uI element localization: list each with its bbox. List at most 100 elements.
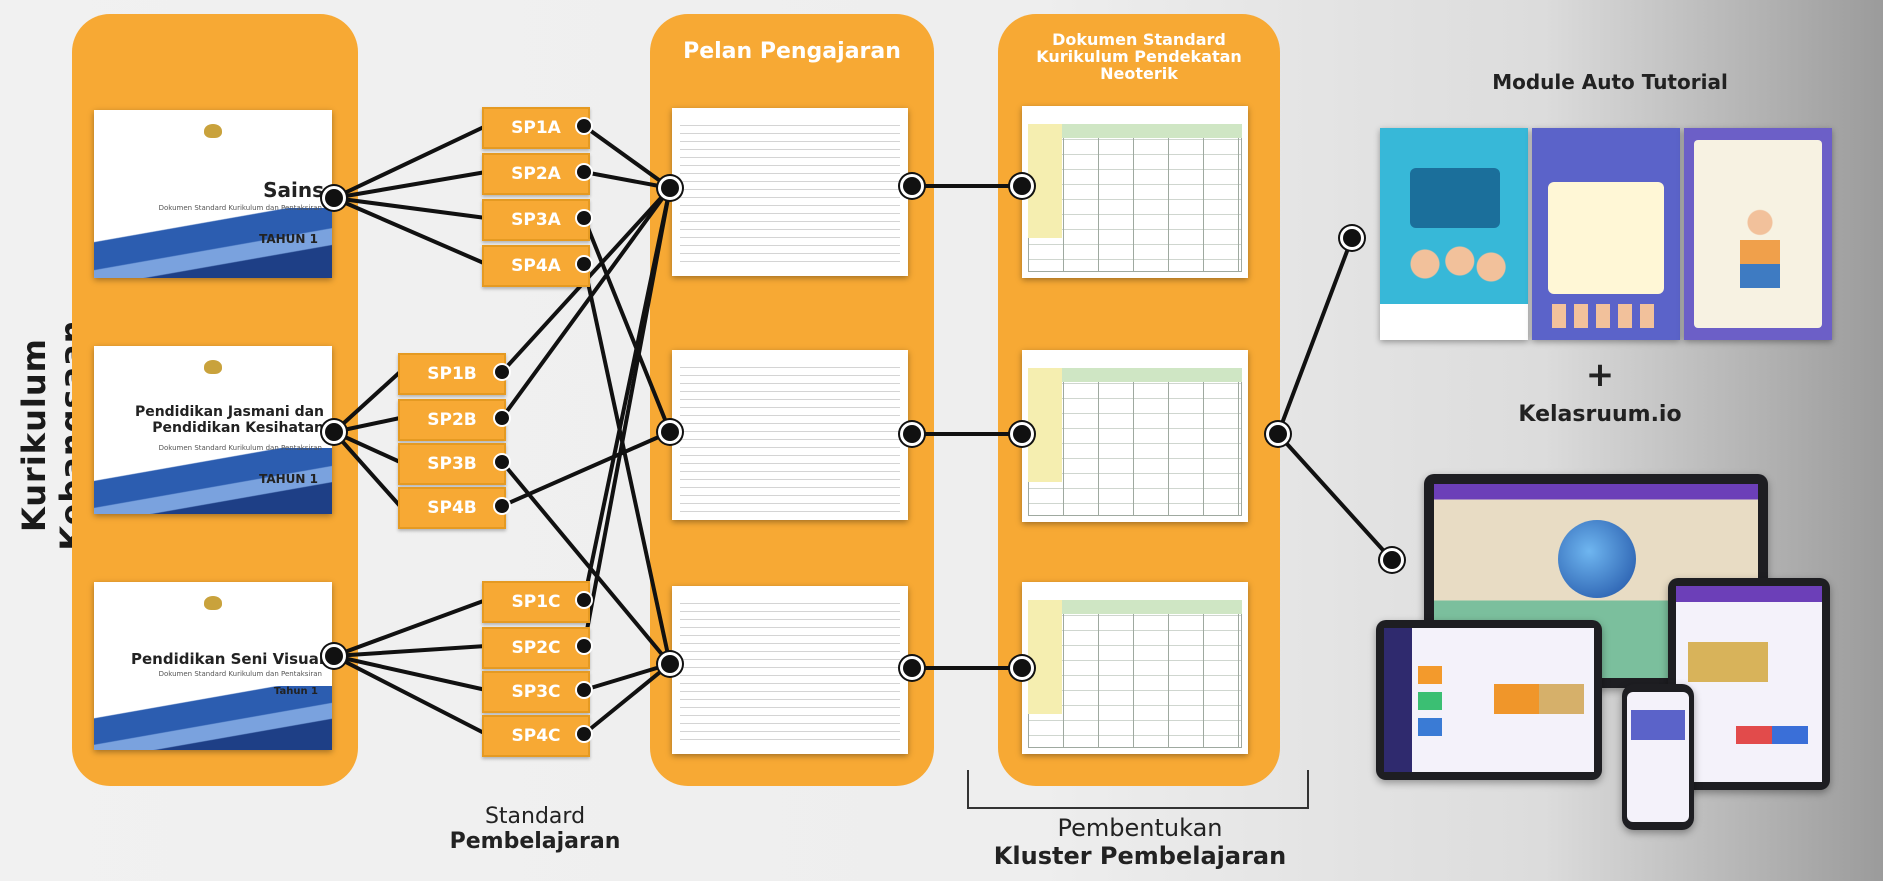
pelan-pengajaran-sheet-1 bbox=[672, 108, 908, 276]
node-sp1a-right bbox=[577, 119, 591, 133]
cover-tahun: TAHUN 1 bbox=[259, 232, 318, 246]
module-cover-3 bbox=[1684, 128, 1832, 340]
kluster-label-line2: Kluster Pembelajaran bbox=[993, 842, 1287, 870]
module-cover-footer bbox=[1380, 304, 1528, 340]
node-module-auto-tutorial bbox=[1343, 229, 1361, 247]
module-cover-2 bbox=[1532, 128, 1680, 340]
tablet-right-card bbox=[1688, 642, 1768, 682]
module-cover-kids bbox=[1396, 240, 1512, 300]
cover-title: Pendidikan Jasmani dan Pendidikan Kesiha… bbox=[134, 404, 324, 437]
cover-blue-wave bbox=[94, 448, 332, 514]
kelasruum-label: Kelasruum.io bbox=[1518, 402, 1682, 427]
sp-box-sp4a: SP4A bbox=[482, 245, 590, 287]
pelan-pengajaran-title: Pelan Pengajaran bbox=[683, 39, 901, 64]
sp-box-sp4c: SP4C bbox=[482, 715, 590, 757]
node-sp2b-right bbox=[495, 411, 509, 425]
cover-tahun: TAHUN 1 bbox=[259, 472, 318, 486]
cover-pendidikan-seni-visual: Pendidikan Seni Visual Dokumen Standard … bbox=[94, 582, 332, 750]
cover-pendidikan-jasmani: Pendidikan Jasmani dan Pendidikan Kesiha… bbox=[94, 346, 332, 514]
phone-device bbox=[1622, 684, 1694, 830]
node-pelan-out-1 bbox=[903, 177, 921, 195]
standard-label-line1: Standard bbox=[484, 804, 586, 829]
dokumen-standard-sheet-1 bbox=[1022, 106, 1248, 278]
crest-icon bbox=[204, 124, 222, 138]
node-sp3a-right bbox=[577, 211, 591, 225]
node-sp3b-right bbox=[495, 455, 509, 469]
node-dokumen-in-2 bbox=[1013, 425, 1031, 443]
node-kelasruum bbox=[1383, 551, 1401, 569]
cover-tahun: Tahun 1 bbox=[273, 686, 318, 697]
sp-box-sp4b: SP4B bbox=[398, 487, 506, 529]
cover-sains: Sains Dokumen Standard Kurikulum dan Pen… bbox=[94, 110, 332, 278]
node-pelan-in-1 bbox=[661, 179, 679, 197]
phone-hero bbox=[1631, 710, 1685, 740]
node-dokumen-in-1 bbox=[1013, 177, 1031, 195]
crest-icon bbox=[204, 596, 222, 610]
node-sp4a-right bbox=[577, 257, 591, 271]
dokumen-standard-sheet-2 bbox=[1022, 350, 1248, 522]
sp-box-sp1a: SP1A bbox=[482, 107, 590, 149]
module-cover-1 bbox=[1380, 128, 1528, 340]
tablet-right-device bbox=[1668, 578, 1830, 790]
pelan-pengajaran-sheet-2 bbox=[672, 350, 908, 520]
cover-blue-wave bbox=[94, 208, 332, 278]
tablet-sidebar bbox=[1384, 628, 1412, 772]
node-sp3c-right bbox=[577, 683, 591, 697]
node-sp4b-right bbox=[495, 499, 509, 513]
dokumen-standard-sheet-3 bbox=[1022, 582, 1248, 754]
kluster-pembelajaran-label: Pembentukan Kluster Pembelajaran bbox=[930, 814, 1350, 870]
node-pelan-out-2 bbox=[903, 425, 921, 443]
node-sp1c-right bbox=[577, 593, 591, 607]
dokumen-standard-title: Dokumen Standard Kurikulum Pendekatan Ne… bbox=[1036, 30, 1242, 83]
node-sp2c-right bbox=[577, 639, 591, 653]
tablet-right-header bbox=[1676, 586, 1822, 602]
sp-box-sp3c: SP3C bbox=[482, 671, 590, 713]
kluster-label-line1: Pembentukan bbox=[1057, 814, 1223, 842]
module-auto-tutorial-title: Module Auto Tutorial bbox=[1492, 70, 1728, 94]
plus-sign: + bbox=[1585, 355, 1615, 395]
phone-screen bbox=[1627, 692, 1689, 822]
pelan-pengajaran-sheet-3 bbox=[672, 586, 908, 754]
node-pjpk bbox=[325, 423, 343, 441]
node-sp2a-right bbox=[577, 165, 591, 179]
crest-icon bbox=[204, 360, 222, 374]
cover-subtitle: Dokumen Standard Kurikulum dan Pentaksir… bbox=[158, 444, 322, 452]
node-sp1b-right bbox=[495, 365, 509, 379]
cover-title: Pendidikan Seni Visual bbox=[131, 650, 324, 668]
module-cover-panel bbox=[1548, 182, 1664, 294]
cover-blue-wave bbox=[94, 686, 332, 750]
node-psv bbox=[325, 647, 343, 665]
node-dokumen-in-3 bbox=[1013, 659, 1031, 677]
module-cover-figure bbox=[1740, 208, 1780, 288]
node-pelan-in-2 bbox=[661, 423, 679, 441]
node-dokumen-out bbox=[1269, 425, 1287, 443]
sp-box-sp2c: SP2C bbox=[482, 627, 590, 669]
cover-subtitle: Dokumen Standard Kurikulum dan Pentaksir… bbox=[158, 204, 322, 212]
globe-illustration bbox=[1558, 520, 1636, 598]
standard-label-line2: Pembelajaran bbox=[449, 829, 621, 854]
node-pelan-in-3 bbox=[661, 655, 679, 673]
cover-subtitle: Dokumen Standard Kurikulum dan Pentaksir… bbox=[158, 670, 322, 678]
cover-title: Sains bbox=[263, 178, 324, 202]
tablet-card bbox=[1494, 684, 1584, 714]
standard-pembelajaran-label: Standard Pembelajaran bbox=[380, 804, 690, 854]
tablet-tile-orange bbox=[1418, 666, 1442, 684]
tablet-tile-blue bbox=[1418, 718, 1442, 736]
module-cover-kids bbox=[1552, 304, 1660, 328]
sp-box-sp1b: SP1B bbox=[398, 353, 506, 395]
tablet-left-device bbox=[1376, 620, 1602, 780]
sp-box-sp3a: SP3A bbox=[482, 199, 590, 241]
node-pelan-out-3 bbox=[903, 659, 921, 677]
tablet-left-screen bbox=[1384, 628, 1594, 772]
tablet-right-banner bbox=[1736, 726, 1808, 744]
sp-box-sp2a: SP2A bbox=[482, 153, 590, 195]
sp-box-sp2b: SP2B bbox=[398, 399, 506, 441]
sp-box-sp3b: SP3B bbox=[398, 443, 506, 485]
tablet-tile-green bbox=[1418, 692, 1442, 710]
node-sains bbox=[325, 189, 343, 207]
node-sp4c-right bbox=[577, 727, 591, 741]
sp-box-sp1c: SP1C bbox=[482, 581, 590, 623]
tablet-right-screen bbox=[1676, 586, 1822, 782]
module-cover-badge bbox=[1410, 168, 1500, 228]
